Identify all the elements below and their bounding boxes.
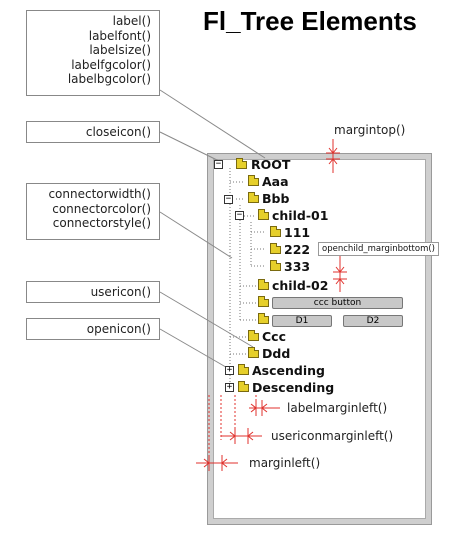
callout-openicon: openicon() xyxy=(86,322,151,336)
callout-closeicon-box: closeicon() xyxy=(26,121,160,143)
callout-connectorwidth: connectorwidth() xyxy=(48,187,151,201)
tree-item-ascending[interactable]: Ascending xyxy=(252,363,325,378)
folder-icon xyxy=(238,381,249,392)
usericonmarginleft-arrow-b xyxy=(247,431,254,441)
folder-icon xyxy=(238,364,249,375)
callout-label: label() xyxy=(112,14,151,28)
openchild-marginbottom-tooltip: openchild_marginbottom() xyxy=(318,242,439,256)
callout-labelbgcolor: labelbgcolor() xyxy=(67,72,151,87)
d1-button[interactable]: D1 xyxy=(272,315,332,327)
tree-item-222[interactable]: 222 xyxy=(284,242,311,257)
tree-item-333[interactable]: 333 xyxy=(284,259,311,274)
leader-connector xyxy=(159,211,233,259)
tree-connectors xyxy=(229,168,265,387)
minus-box-icon[interactable]: − xyxy=(214,159,223,169)
folder-icon xyxy=(258,279,269,290)
callout-connectorcolor: connectorcolor() xyxy=(52,201,151,216)
usericonmarginleft-annotation: usericonmarginleft() xyxy=(271,429,394,443)
folder-icon xyxy=(236,158,247,169)
folder-icon xyxy=(258,313,269,324)
margintop-arrow-a xyxy=(328,147,338,154)
plus-box-icon[interactable]: + xyxy=(225,382,234,392)
tree-item-root[interactable]: ROOT xyxy=(251,157,291,172)
leader-closeicon xyxy=(159,131,220,162)
tree-item-child02[interactable]: child-02 xyxy=(272,278,329,293)
folder-icon xyxy=(248,175,259,186)
labelmarginleft-arrow-a xyxy=(250,403,257,413)
folder-icon xyxy=(248,192,259,203)
callout-usericon-box: usericon() xyxy=(26,281,160,303)
callout-labelsize: labelsize() xyxy=(89,43,151,58)
tree-item-aaa[interactable]: Aaa xyxy=(262,174,289,189)
callout-labelfgcolor: labelfgcolor() xyxy=(71,57,151,72)
tree-item-child01[interactable]: child-01 xyxy=(272,208,329,223)
ccc-button[interactable]: ccc button xyxy=(272,297,403,309)
callout-label-group: label() labelfont() labelsize() labelfgc… xyxy=(26,10,160,96)
leader-usericon xyxy=(159,291,254,348)
callout-closeicon: closeicon() xyxy=(85,125,151,139)
margin-markers xyxy=(196,139,347,471)
folder-icon xyxy=(270,226,281,237)
callout-connector-group: connectorwidth() connectorcolor() connec… xyxy=(26,183,160,240)
folder-icon xyxy=(270,243,281,254)
marginleft-arrow-b xyxy=(221,458,228,468)
tree-item-descending[interactable]: Descending xyxy=(252,380,335,395)
d2-button[interactable]: D2 xyxy=(343,315,403,327)
marginleft-annotation: marginleft() xyxy=(249,456,321,470)
margintop-arrow-b xyxy=(328,158,338,165)
openchild-arrow-b xyxy=(335,278,345,285)
folder-icon xyxy=(270,260,281,271)
callout-labelfont: labelfont() xyxy=(88,28,151,43)
margintop-annotation: margintop() xyxy=(334,123,406,137)
leader-label xyxy=(159,89,266,159)
marginleft-arrow-a xyxy=(203,458,210,468)
tree-item-ddd[interactable]: Ddd xyxy=(262,346,291,361)
openchild-arrow-a xyxy=(335,266,345,273)
plus-box-icon[interactable]: + xyxy=(225,365,234,375)
leader-lines xyxy=(159,89,266,371)
folder-icon xyxy=(258,296,269,307)
folder-icon xyxy=(248,347,259,358)
labelmarginleft-arrow-b xyxy=(261,403,268,413)
folder-icon xyxy=(248,330,259,341)
callout-usericon: usericon() xyxy=(90,285,151,299)
tree-item-bbb[interactable]: Bbb xyxy=(262,191,290,206)
usericonmarginleft-arrow-a xyxy=(229,431,236,441)
callout-connectorstyle: connectorstyle() xyxy=(52,216,151,231)
diagram-title: Fl_Tree Elements xyxy=(203,6,417,36)
tree-item-ccc[interactable]: Ccc xyxy=(262,329,286,344)
folder-icon xyxy=(258,209,269,220)
labelmarginleft-annotation: labelmarginleft() xyxy=(287,401,388,415)
callout-openicon-box: openicon() xyxy=(26,318,160,340)
minus-box-icon[interactable]: − xyxy=(235,210,244,220)
leader-openicon xyxy=(159,328,232,371)
tree-item-111[interactable]: 111 xyxy=(284,225,311,240)
minus-box-icon[interactable]: − xyxy=(224,194,233,204)
